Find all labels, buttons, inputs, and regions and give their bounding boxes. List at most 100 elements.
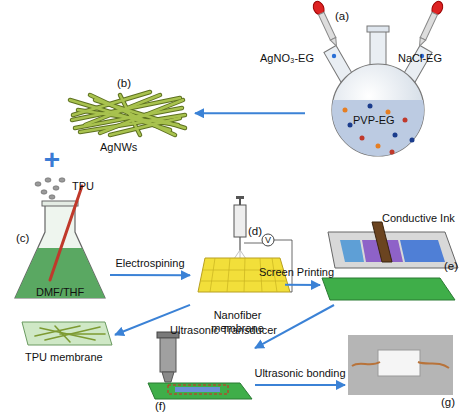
screen-printer — [322, 278, 455, 300]
ultrasonic-welder — [168, 385, 228, 394]
silver-nanowires — [95, 100, 185, 128]
process-arrow — [255, 384, 345, 386]
ultrasonic-welder — [160, 338, 176, 372]
ultrasonic-welder — [148, 383, 252, 399]
reagent-dropper — [330, 38, 339, 48]
silver-nanowires — [70, 92, 185, 135]
device-photo — [352, 362, 380, 366]
three-neck-flask — [393, 133, 398, 138]
tpu-pellets — [35, 182, 41, 186]
stage-label: TPU membrane — [25, 351, 103, 364]
process-stage: Conductive Ink (e) — [320, 210, 460, 305]
three-neck-flask — [390, 150, 395, 155]
ultrasonic-welder — [162, 372, 174, 382]
reagent-drop — [332, 54, 336, 58]
three-neck-flask — [360, 136, 365, 141]
tpu-membrane-strip — [22, 322, 112, 345]
process-stage: Ultrasonic Transducer(f) — [140, 322, 255, 412]
ultrasonic-welder — [148, 332, 252, 399]
electrospinning-setup — [234, 205, 246, 237]
electrospinning-setup — [198, 196, 292, 292]
tpu-membrane-strip — [60, 333, 105, 335]
screen-printer — [372, 222, 392, 262]
stage-label: PVP-EG — [353, 114, 395, 127]
device-photo — [378, 350, 420, 376]
tpu-membrane-strip — [35, 326, 105, 342]
three-neck-flask — [324, 26, 432, 160]
silver-nanowires — [70, 92, 185, 135]
process-stage: TPU membrane — [15, 315, 115, 370]
device-photo — [418, 362, 449, 368]
process-arrow — [285, 284, 320, 286]
screen-printer — [340, 240, 364, 262]
process-arrow — [115, 305, 190, 335]
three-neck-flask — [368, 104, 373, 109]
step-label: Electrospining — [115, 257, 184, 270]
device-photo — [348, 335, 453, 395]
callout-letter: (g) — [441, 396, 455, 409]
callout-letter: (b) — [117, 77, 131, 90]
three-neck-flask — [410, 138, 415, 143]
voltage-symbol: V — [265, 236, 271, 245]
step-label: Screen Printing — [259, 265, 334, 278]
stage-label: Conductive Ink — [382, 212, 455, 225]
plus-sign: + — [44, 146, 60, 174]
tpu-pellets — [59, 178, 65, 182]
process-arrow — [255, 305, 334, 348]
stage-label: NaCl-EG — [398, 52, 442, 65]
tpu-pellets — [35, 178, 65, 199]
process-arrow — [110, 274, 190, 276]
silver-nanowires — [70, 92, 185, 135]
stage-label: AgNWs — [100, 141, 137, 154]
erlenmeyer-flask — [50, 186, 82, 280]
stage-label: TPU — [72, 180, 94, 193]
step-label: Ultrasonic bonding — [254, 366, 345, 379]
reagent-dropper — [417, 38, 426, 48]
three-neck-flask — [367, 26, 389, 32]
screen-printer — [322, 222, 458, 300]
silver-nanowires — [120, 95, 140, 135]
reagent-dropper — [420, 12, 437, 40]
tpu-membrane-strip — [35, 326, 80, 336]
three-neck-flask — [348, 123, 353, 128]
ultrasonic-welder — [175, 387, 220, 392]
silver-nanowires — [73, 92, 150, 115]
tpu-pellets — [53, 186, 59, 190]
three-neck-flask — [343, 108, 348, 113]
erlenmeyer-flask — [42, 201, 78, 206]
callout-letter: (c) — [16, 232, 29, 245]
electrospinning-setup — [236, 196, 244, 199]
electrospinning-setup — [239, 237, 240, 250]
callout-letter: (e) — [444, 260, 458, 273]
callout-letter: (a) — [335, 10, 349, 23]
callout-letter: (d) — [248, 225, 262, 238]
screen-printer — [400, 240, 445, 262]
tpu-pellets — [41, 190, 47, 194]
process-stage: (a)AgNO₃-EGNaCl-EGPVP-EG — [305, 8, 460, 165]
three-neck-flask — [386, 110, 391, 115]
process-arrow — [195, 112, 305, 114]
stage-label: AgNO₃-EG — [260, 52, 314, 65]
tpu-pellets — [45, 178, 51, 182]
tpu-pellets — [49, 195, 55, 199]
process-stage: (g) — [345, 330, 457, 412]
stage-label: DMF/THF — [36, 286, 84, 299]
three-neck-flask — [403, 118, 408, 123]
device-photo — [348, 335, 453, 395]
electrospinning-setup — [262, 234, 274, 246]
erlenmeyer-flask — [15, 248, 105, 298]
reagent-dropper — [319, 12, 336, 40]
callout-letter: (f) — [155, 400, 166, 413]
reagent-dropper — [311, 0, 341, 48]
three-neck-flask — [330, 100, 430, 160]
process-stage: TPU (c) DMF/THF — [10, 180, 110, 305]
tpu-membrane-strip — [22, 322, 112, 345]
electrospinning-setup — [239, 198, 241, 205]
screen-printer — [328, 232, 458, 268]
process-stage: (b) AgNWs — [65, 75, 195, 160]
silver-nanowires — [110, 118, 180, 135]
erlenmeyer-flask — [15, 186, 105, 298]
stage-label: Ultrasonic Transducer — [170, 324, 277, 337]
